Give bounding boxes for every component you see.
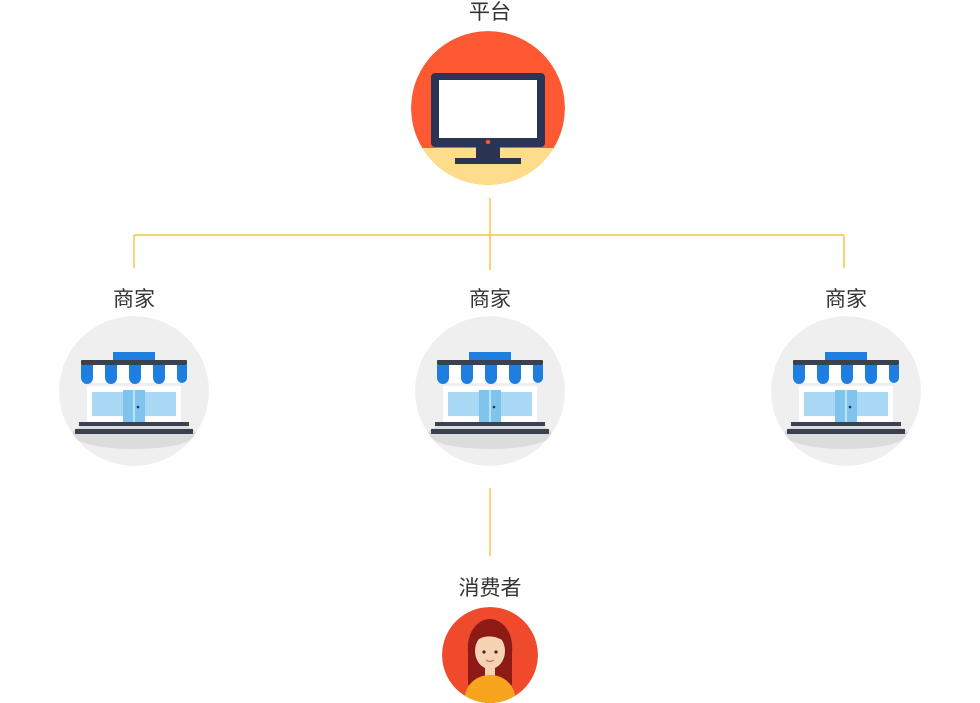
storefront-icon: [59, 316, 209, 466]
consumer-label: 消费者: [458, 576, 522, 600]
merchant-node-2: [415, 316, 565, 466]
storefront-icon: [771, 316, 921, 466]
merchant-label-2: 商家: [469, 287, 511, 311]
merchant-node-1: [59, 316, 209, 466]
merchant-node-3: [771, 316, 921, 466]
platform-node: [411, 31, 565, 185]
consumer-node: [442, 607, 538, 703]
storefront-icon: [415, 316, 565, 466]
monitor-icon: [411, 31, 565, 185]
merchant-label-3: 商家: [825, 287, 867, 311]
merchant-label-1: 商家: [113, 287, 155, 311]
woman-avatar-icon: [442, 607, 538, 703]
platform-label: 平台: [469, 0, 511, 24]
